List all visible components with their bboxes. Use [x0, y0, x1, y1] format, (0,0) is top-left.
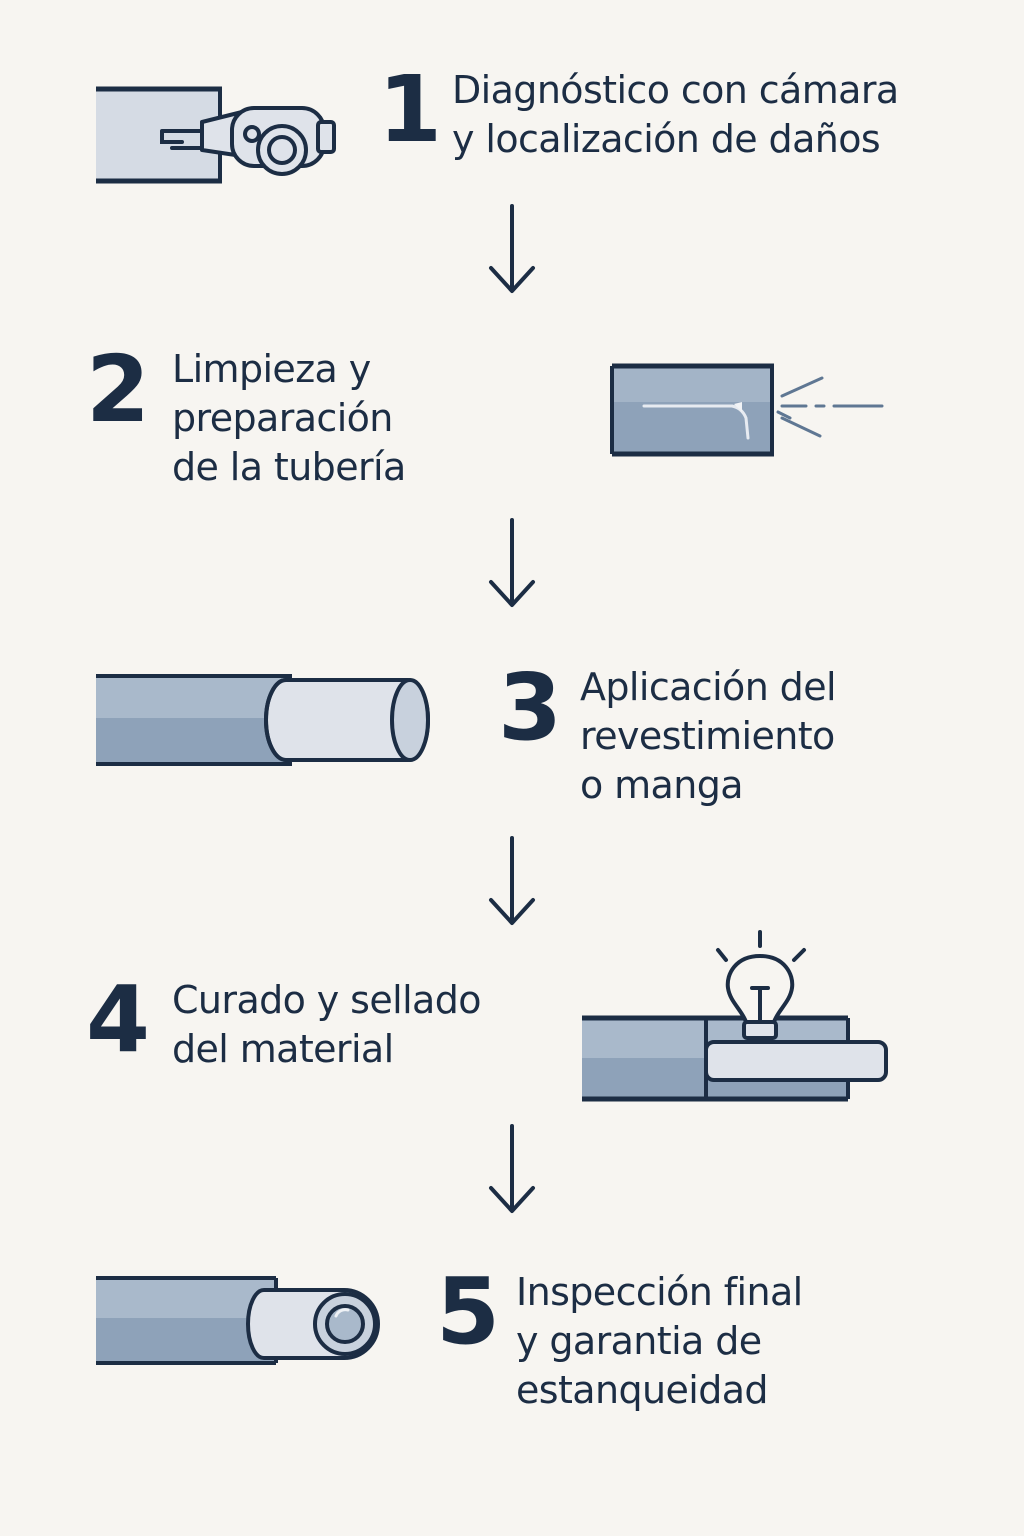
step-label: Inspección final y garantia de estanquei… — [516, 1268, 803, 1415]
step-label-line: Limpieza y — [172, 347, 371, 391]
step-label-line: estanqueidad — [516, 1368, 769, 1412]
step-number: 4 — [86, 966, 150, 1073]
step-label-line: preparación — [172, 396, 393, 440]
step-label-line: Diagnóstico con cámara — [452, 68, 899, 112]
step-label-line: del material — [172, 1027, 394, 1071]
step-label-line: Aplicación del — [580, 665, 837, 709]
down-arrow-icon — [489, 836, 535, 925]
down-arrow-icon — [489, 518, 535, 607]
step-label-line: revestimiento — [580, 714, 835, 758]
step-label-line: Curado y sellado — [172, 978, 482, 1022]
down-arrow-icon — [489, 204, 535, 293]
final-inspection-lens-icon — [96, 1276, 380, 1365]
step-label-line: o manga — [580, 763, 744, 807]
step-number: 5 — [436, 1258, 500, 1365]
pipe-liner-insertion-icon — [96, 674, 430, 766]
step-label-line: y localización de daños — [452, 117, 881, 161]
camera-inspection-icon — [96, 86, 336, 184]
step-number: 2 — [86, 336, 150, 443]
uv-curing-lamp-icon — [582, 930, 888, 1102]
step-label: Curado y sellado del material — [172, 976, 482, 1074]
step-label-line: Inspección final — [516, 1270, 803, 1314]
step-label: Diagnóstico con cámara y localización de… — [452, 66, 899, 164]
down-arrow-icon — [489, 1124, 535, 1213]
step-label: Aplicación del revestimiento o manga — [580, 663, 837, 810]
step-label: Limpieza y preparación de la tubería — [172, 345, 406, 492]
step-label-line: y garantia de — [516, 1319, 762, 1363]
step-label-line: de la tubería — [172, 445, 406, 489]
step-number: 1 — [378, 56, 442, 163]
pipe-cleaning-jet-icon — [610, 363, 884, 457]
step-number: 3 — [498, 654, 562, 761]
